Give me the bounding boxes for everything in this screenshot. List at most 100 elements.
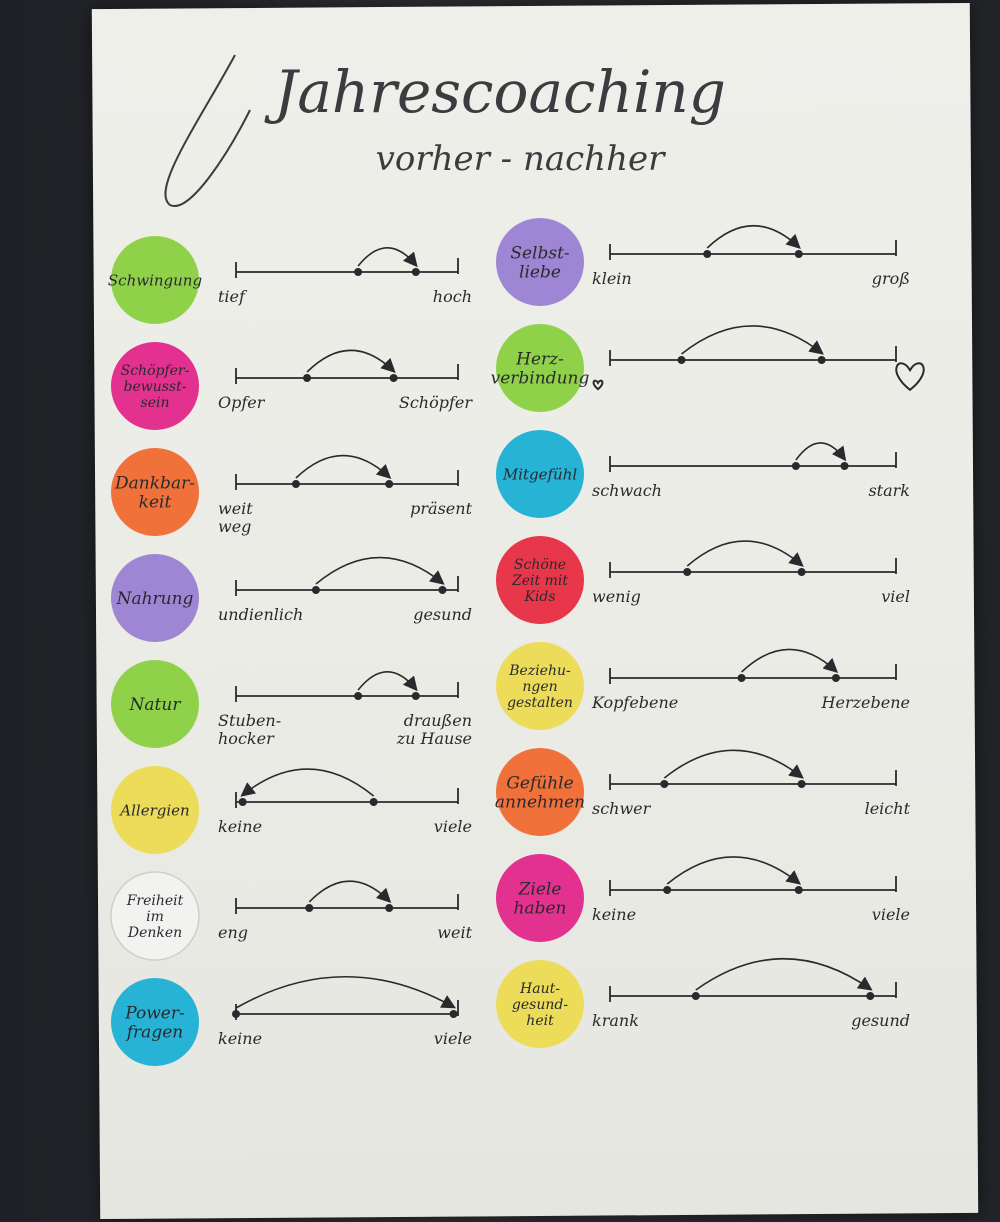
change-arrow-right-2 (795, 442, 847, 462)
sticker-right-3 (496, 536, 584, 624)
sticker-label-right-3-2: Kids (523, 589, 555, 605)
scale-low-label-right-3-0: wenig (592, 587, 641, 606)
sticker-right-0 (496, 218, 584, 306)
sticker-label-left-7-0: Power- (124, 1003, 185, 1023)
change-arrow-right-7 (695, 958, 873, 991)
sticker-right-5 (496, 748, 584, 836)
change-arrow-left-2 (295, 454, 392, 479)
before-marker-right-4 (737, 674, 746, 682)
sticker-left-1 (111, 342, 199, 430)
sticker-left-7 (111, 978, 199, 1066)
after-marker-left-4 (411, 692, 420, 700)
sticker-right-1 (496, 324, 584, 412)
sticker-label-right-0-0: Selbst- (510, 243, 570, 263)
before-marker-left-4 (354, 692, 363, 700)
scale-high-label-left-1-0: Schöpfer (399, 393, 473, 412)
before-marker-right-0 (703, 250, 712, 258)
scale-low-label-left-2-1: weg (218, 517, 251, 536)
change-arrow-right-4 (741, 648, 839, 673)
change-arrow-left-3 (315, 556, 445, 585)
before-marker-left-2 (291, 480, 300, 488)
sticker-label-right-0-1: liebe (519, 262, 561, 282)
change-arrow-left-4 (357, 671, 418, 692)
sticker-left-2 (111, 448, 199, 536)
before-marker-left-7 (232, 1010, 240, 1018)
scale-high-label-left-7-0: viele (434, 1029, 472, 1048)
after-marker-left-1 (389, 374, 398, 382)
scale-high-label-right-0-0: groß (872, 269, 910, 288)
scale-high-label-left-5-0: viele (434, 817, 472, 836)
scale-high-label-right-2-0: stark (868, 481, 910, 500)
scale-low-label-right-5-0: schwer (592, 799, 652, 818)
after-marker-left-7 (449, 1010, 458, 1018)
sticker-label-left-1-0: Schöpfer- (121, 363, 190, 379)
sticker-right-2 (496, 430, 584, 518)
scale-high-label-right-5-0: leicht (865, 799, 911, 818)
change-arrow-right-6 (666, 856, 802, 885)
sticker-label-left-0-0: Schwingung (108, 271, 202, 289)
scale-low-label-right-0-0: klein (592, 269, 632, 288)
left-scale-row-1: Schöpfer-bewusst-sein Opfer Schöpfer (111, 342, 473, 430)
right-scale-row-0: Selbst-liebe klein groß (496, 218, 910, 306)
change-arrow-right-5 (663, 749, 804, 779)
left-scale-row-7: Power-fragen keine viele (111, 975, 472, 1066)
sticker-right-6 (496, 854, 584, 942)
scale-high-label-right-4-0: Herzebene (821, 693, 910, 712)
sticker-label-left-1-2: sein (141, 395, 170, 411)
sticker-label-left-2-0: Dankbar- (114, 473, 195, 493)
sticker-label-right-5-0: Gefühle (506, 773, 573, 793)
scale-high-label-left-0-0: hoch (433, 287, 472, 306)
scale-low-label-left-6-0: eng (218, 923, 248, 942)
scale-low-label-right-6-0: keine (592, 905, 636, 924)
sticker-left-5 (111, 766, 199, 854)
before-marker-left-5 (369, 798, 378, 806)
scale-low-label-left-2-0: weit (218, 499, 253, 518)
heart-icon-small (592, 379, 604, 391)
change-arrow-right-3 (686, 540, 804, 567)
after-marker-right-2 (840, 462, 849, 470)
before-marker-left-3 (311, 586, 320, 594)
after-marker-right-5 (797, 780, 806, 788)
scale-high-label-right-7-0: gesund (851, 1011, 910, 1030)
before-marker-right-1 (677, 356, 686, 364)
scale-low-label-left-1-0: Opfer (218, 393, 266, 412)
scale-low-label-left-4-0: Stuben- (218, 711, 281, 730)
after-marker-right-6 (794, 886, 803, 894)
before-marker-right-2 (791, 462, 800, 470)
before-marker-left-6 (305, 904, 314, 912)
sticker-label-left-6-0: Freiheit (126, 893, 184, 909)
before-marker-right-7 (691, 992, 700, 1000)
after-marker-left-2 (385, 480, 394, 488)
scale-low-label-right-7-0: krank (592, 1011, 639, 1030)
sticker-label-left-5-0: Allergien (118, 801, 189, 819)
after-marker-right-1 (817, 356, 826, 364)
change-arrow-left-1 (306, 349, 396, 373)
after-marker-left-5 (238, 798, 247, 806)
before-marker-right-5 (660, 780, 669, 788)
scale-low-label-left-7-0: keine (218, 1029, 262, 1048)
sticker-label-right-7-1: gesund- (512, 997, 568, 1013)
scale-high-label-left-4-1: zu Hause (396, 729, 472, 748)
sticker-label-left-7-1: fragen (125, 1022, 183, 1042)
sticker-left-0 (111, 236, 199, 324)
title-flourish (164, 54, 251, 207)
scale-low-label-left-3-0: undienlich (218, 605, 303, 624)
sticker-label-right-1-0: Herz- (515, 349, 564, 369)
sticker-label-left-6-1: im (146, 909, 164, 925)
sticker-label-left-1-1: bewusst- (124, 379, 187, 395)
change-arrow-left-7 (235, 975, 457, 1009)
after-marker-right-3 (797, 568, 806, 576)
sticker-label-left-2-1: keit (139, 492, 172, 512)
after-marker-left-3 (438, 586, 447, 594)
sticker-left-3 (111, 554, 199, 642)
sticker-left-6 (110, 871, 200, 961)
